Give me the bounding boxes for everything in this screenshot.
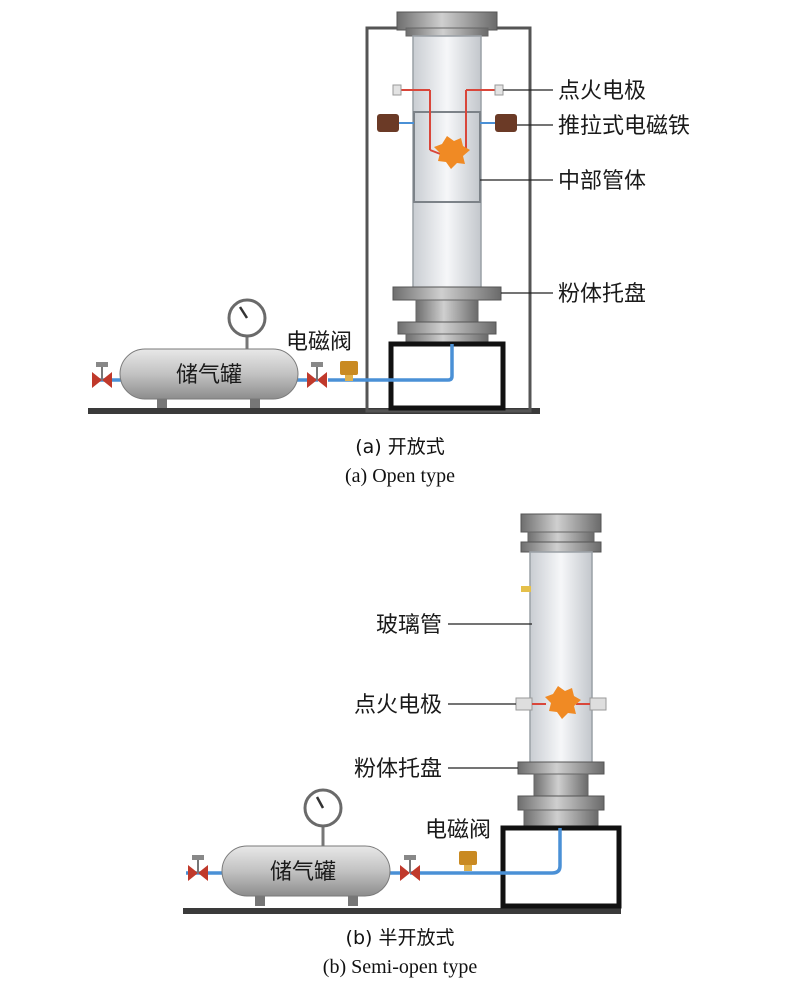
- gas-tank-a: 储气罐: [119, 298, 299, 408]
- caption-b-cn: (b) 半开放式: [346, 927, 455, 949]
- glass-tube-b: [529, 551, 593, 765]
- push-pull-magnet-label: 推拉式电磁铁: [558, 114, 690, 139]
- ignition-electrode-label-b: 点火电极: [354, 693, 442, 718]
- solenoid-valve-a: [340, 361, 358, 381]
- powder-tray-label-a: 粉体托盘: [558, 282, 646, 307]
- stand-a: [388, 341, 506, 411]
- flame-icon: [434, 136, 470, 169]
- gas-tank-label-b: 储气罐: [270, 860, 336, 885]
- solenoid-valve-label-b: 电磁阀: [425, 818, 491, 843]
- ignition-electrode-a: [392, 84, 504, 156]
- valve-left-b: [188, 855, 208, 881]
- push-pull-magnet-a: [377, 114, 517, 132]
- glass-tube-label: 玻璃管: [376, 613, 442, 638]
- caption-a-en: (a) Open type: [345, 465, 455, 487]
- base-plate-b: [183, 908, 621, 914]
- valve-left-a: [92, 362, 112, 388]
- caption-b-en: (b) Semi-open type: [323, 956, 478, 978]
- panel-b: 储气罐 电磁阀 玻璃管 点火电极 粉体托盘 (b) 半开放式 (b) Semi-…: [183, 513, 622, 978]
- top-flange-a: [396, 11, 498, 31]
- middle-tube-a: [413, 111, 481, 203]
- gas-tank-label-a: 储气罐: [176, 363, 242, 388]
- caption-a-cn: (a) 开放式: [355, 436, 445, 458]
- valve-right-b: [400, 855, 420, 881]
- solenoid-valve-b: [459, 851, 477, 871]
- ignition-electrode-label-a: 点火电极: [558, 79, 646, 104]
- base-plate-a: [88, 408, 540, 414]
- valve-right-a: [307, 362, 327, 388]
- powder-tray-a: [392, 286, 502, 301]
- gas-tank-b: 储气罐: [221, 788, 391, 906]
- powder-tray-b: [517, 761, 605, 775]
- top-flange-b: [520, 513, 602, 533]
- middle-tube-label: 中部管体: [558, 169, 646, 194]
- flame-icon: [545, 686, 581, 719]
- solenoid-valve-label-a: 电磁阀: [286, 330, 352, 355]
- powder-tray-label-b: 粉体托盘: [354, 757, 442, 782]
- panel-a: 储气罐 电磁阀 点火电极 推拉式电磁铁 中部管体 粉体托盘 (a) 开放式 (a…: [88, 11, 690, 487]
